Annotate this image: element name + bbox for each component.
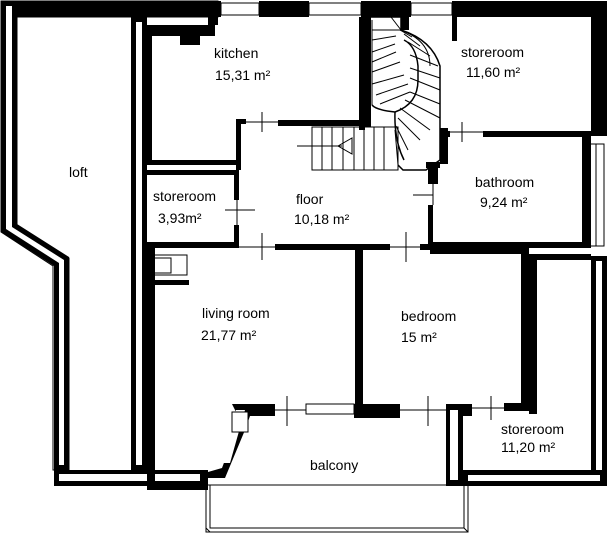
room-labels: loft kitchen 15,31 m² storeroom 11,60 m²… xyxy=(69,44,564,473)
top-wall-segment-1 xyxy=(1,1,221,17)
storeroom-ne-area: 11,60 m² xyxy=(466,64,521,80)
bathroom-label: bathroom xyxy=(475,174,534,190)
loft-walls xyxy=(131,17,147,470)
outer-walls xyxy=(0,0,607,486)
storeroom-w-area: 3,93m² xyxy=(158,210,202,226)
top-window-1 xyxy=(220,2,260,16)
storeroom-se-area: 11,20 m² xyxy=(501,439,556,455)
right-outer-wall-upper xyxy=(591,1,607,136)
kitchen-walls xyxy=(147,17,365,170)
central-walls xyxy=(147,244,591,490)
top-wall-segment-3 xyxy=(361,1,411,17)
storeroom-w-label: storeroom xyxy=(153,188,216,204)
balcony-walls xyxy=(155,403,472,533)
bedroom-area: 15 m² xyxy=(401,329,437,345)
living-room-area: 21,77 m² xyxy=(201,327,257,343)
kitchen-label: kitchen xyxy=(214,45,258,61)
top-window-2 xyxy=(308,2,362,16)
bedroom-label: bedroom xyxy=(401,308,456,324)
bottom-wall-left-inner xyxy=(59,474,200,481)
left-outer-wall xyxy=(1,1,69,470)
top-wall-segment-4 xyxy=(452,1,607,17)
top-window-3 xyxy=(410,2,453,16)
floor-area: 10,18 m² xyxy=(294,211,350,227)
door-markers xyxy=(225,112,504,426)
bathroom-walls xyxy=(426,137,591,248)
kitchen-wall-bottom-2 xyxy=(236,119,241,170)
loft-label: loft xyxy=(69,164,88,180)
staircase xyxy=(297,16,441,171)
stair-arrow-icon xyxy=(336,137,353,155)
balcony-label: balcony xyxy=(310,457,358,473)
kitchen-wall-right xyxy=(359,17,365,130)
floor-label: floor xyxy=(296,191,324,207)
right-outer-wall-lower-inner xyxy=(596,261,602,480)
left-outer-wall-inner xyxy=(6,6,64,465)
storeroom-ne-walls xyxy=(440,1,591,164)
kitchen-wall-top xyxy=(147,17,218,40)
kitchen-wall-bottom xyxy=(147,160,238,165)
bathroom-area: 9,24 m² xyxy=(480,194,528,210)
storeroom-ne-label: storeroom xyxy=(461,44,524,60)
kitchen-area: 15,31 m² xyxy=(215,67,271,83)
living-room-label: living room xyxy=(202,305,270,321)
storeroom-se-label: storeroom xyxy=(501,421,564,437)
top-wall-segment-2 xyxy=(259,1,309,17)
kitchen-wall-left xyxy=(147,33,152,165)
storeroom-w-walls xyxy=(146,170,239,276)
